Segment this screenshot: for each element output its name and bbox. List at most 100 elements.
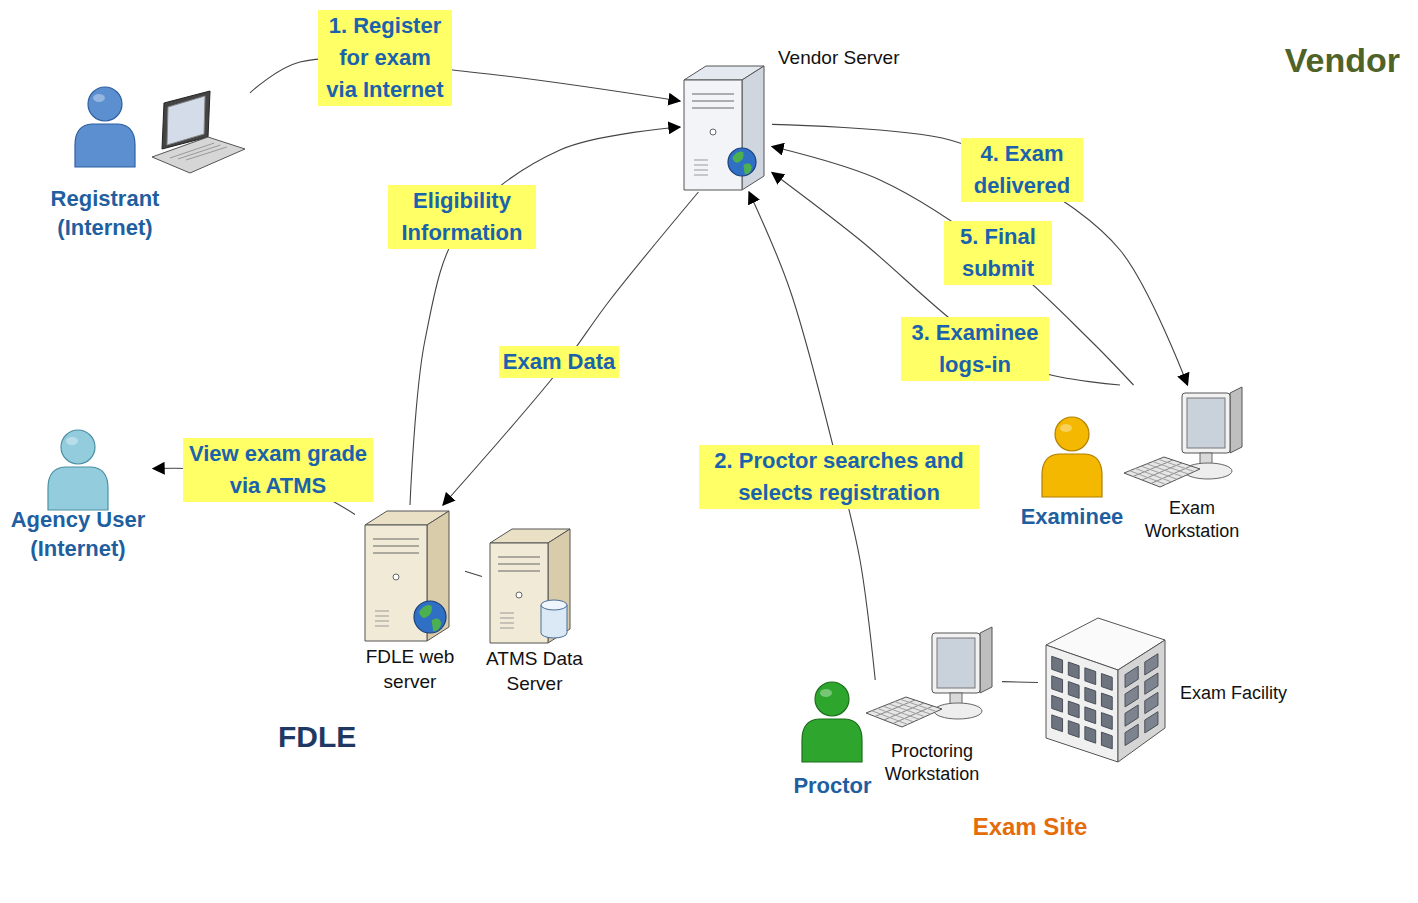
proctor-icon <box>785 680 880 772</box>
building-window <box>1068 721 1079 738</box>
keyboard <box>866 697 942 727</box>
node-label: Exam Workstation <box>1130 497 1254 544</box>
building-window <box>1145 712 1158 733</box>
node-label: Agency User (Internet) <box>3 506 153 563</box>
person-highlight <box>1060 424 1072 432</box>
connector <box>749 192 875 680</box>
edge-label-holder: 5. Final submit <box>944 221 1052 285</box>
actor-node: ATMS Data Server <box>482 525 587 696</box>
drive-slot <box>692 100 734 101</box>
person-body <box>802 719 862 762</box>
drive-slot <box>373 538 419 539</box>
building-window <box>1125 686 1138 707</box>
database-top <box>541 600 567 610</box>
keyboard <box>1124 457 1200 487</box>
node-label: Vendor Server <box>778 46 899 71</box>
building-window <box>1145 692 1158 713</box>
label-holder: Registrant (Internet) <box>35 185 175 242</box>
monitor-side <box>1230 387 1242 453</box>
power-button <box>710 129 716 135</box>
site-region: ExamineeExam WorkstationProctorProctorin… <box>660 345 1400 890</box>
building-window <box>1101 674 1112 691</box>
dbserver-icon <box>482 525 587 647</box>
label-holder: Vendor <box>1255 38 1400 82</box>
drive-slot <box>373 545 419 546</box>
edge-label-holder: Eligibility Information <box>388 185 536 249</box>
node-label: Proctor <box>785 772 880 801</box>
person-head <box>88 87 122 121</box>
globe-land <box>732 152 752 175</box>
building-window <box>1145 673 1158 694</box>
globe-land <box>419 605 441 631</box>
agency-icon <box>3 428 153 506</box>
label-holder: Vendor Server <box>778 46 899 71</box>
vent-line <box>694 165 708 166</box>
building-window <box>1125 724 1138 745</box>
person-head <box>1055 417 1089 451</box>
node-label: ATMS Data Server <box>482 647 587 696</box>
monitor-front <box>1182 393 1230 453</box>
vent-line <box>694 175 708 176</box>
node-label: Proctoring Workstation <box>862 740 1002 787</box>
vent-line <box>375 621 389 622</box>
person-body <box>1042 454 1102 497</box>
building-window <box>1125 666 1138 687</box>
globe-symbol <box>414 601 446 633</box>
label-holder: Exam Facility <box>1180 682 1287 705</box>
power-button <box>393 574 399 580</box>
person-body <box>48 467 108 510</box>
laptop-keys <box>178 145 221 159</box>
label-holder: Agency User (Internet) <box>3 506 153 563</box>
person-highlight <box>93 94 105 102</box>
laptop-base <box>152 137 245 173</box>
actor-node: Examinee <box>1012 415 1132 532</box>
webserver-icon <box>355 505 465 645</box>
building-window <box>1068 682 1079 699</box>
building-window <box>1101 713 1112 730</box>
building-window <box>1052 656 1063 673</box>
person-head <box>61 430 95 464</box>
step-label: Eligibility Information <box>388 185 536 249</box>
vent-line <box>694 170 708 171</box>
label-holder: Examinee <box>1012 503 1132 532</box>
bldg-icon <box>1038 600 1173 765</box>
building-window <box>1085 687 1096 704</box>
pws-icon <box>862 625 1002 740</box>
edge-label-holder: Exam Data <box>499 346 620 378</box>
vent-line <box>500 613 514 614</box>
label-holder: Exam Site <box>660 811 1400 842</box>
person-body <box>75 124 135 167</box>
laptop-keys <box>170 143 214 158</box>
building-window <box>1125 705 1138 726</box>
region-title: Exam Site <box>660 811 1400 842</box>
ews-icon <box>1120 385 1255 497</box>
vent-line <box>500 628 514 629</box>
step-label: Exam Data <box>499 346 620 378</box>
drive-slot <box>692 107 734 108</box>
label-holder: FDLE web server <box>355 645 465 694</box>
actor-node: Proctor <box>785 680 880 801</box>
monitor-screen <box>1187 398 1225 448</box>
person-highlight <box>820 689 832 697</box>
monitor-base <box>934 703 982 719</box>
building-window <box>1052 676 1063 693</box>
building-window <box>1101 732 1112 749</box>
edge-label-holder: 4. Exam delivered <box>961 138 1083 202</box>
building-window <box>1068 701 1079 718</box>
monitor-screen <box>937 638 975 688</box>
vserver-icon <box>680 62 772 192</box>
label-holder: ATMS Data Server <box>482 647 587 696</box>
node-label: FDLE web server <box>355 645 465 694</box>
step-label: 2. Proctor searches and selects registra… <box>699 445 979 509</box>
step-label: 5. Final submit <box>944 221 1052 285</box>
person-highlight <box>66 437 78 445</box>
site-ellipse <box>661 346 1399 889</box>
region-title: FDLE <box>278 717 356 756</box>
connector <box>250 59 680 101</box>
step-label: 4. Exam delivered <box>961 138 1083 202</box>
node-label: Examinee <box>1012 503 1132 532</box>
power-button <box>516 592 522 598</box>
building-side <box>1118 640 1165 762</box>
monitor-side <box>980 627 992 693</box>
region-outline <box>660 345 1400 890</box>
